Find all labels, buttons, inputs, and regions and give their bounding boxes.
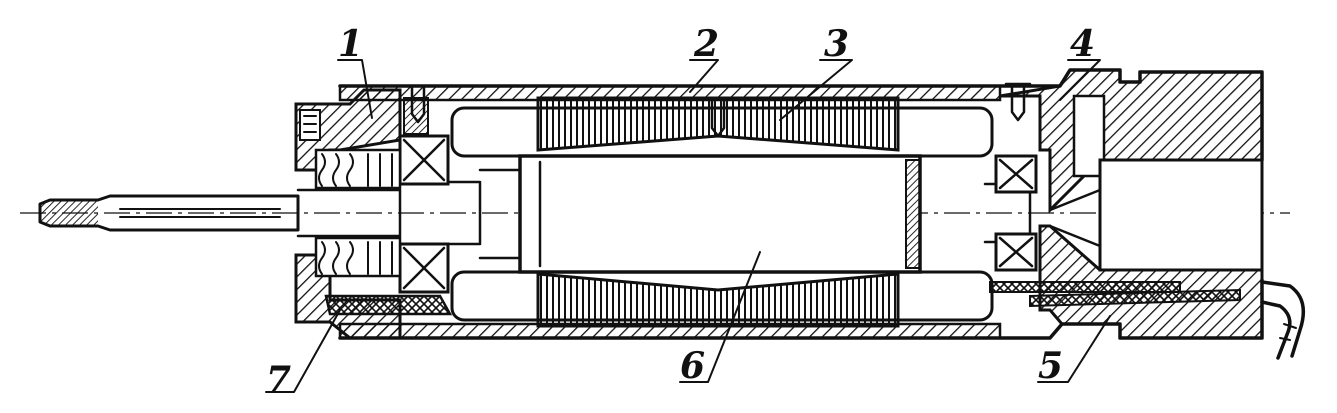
terminal-insert <box>324 294 453 316</box>
callout-1: 1 <box>338 23 363 65</box>
callout-7: 7 <box>266 359 291 401</box>
rear-bearing <box>994 154 1038 272</box>
leader-lines <box>265 59 1111 393</box>
front-bearing <box>398 97 450 294</box>
rotor <box>518 154 922 274</box>
callout-4: 4 <box>1070 23 1095 65</box>
callout-6: 6 <box>680 345 705 387</box>
callout-5: 5 <box>1038 345 1063 387</box>
shaft <box>38 168 1032 260</box>
stator-core <box>536 96 900 328</box>
callout-3: 3 <box>824 23 849 65</box>
callout-2: 2 <box>693 23 719 65</box>
cable-lead <box>989 280 1306 360</box>
rear-end-shield <box>999 68 1264 340</box>
front-seal-springs <box>314 148 402 278</box>
fastening-screws <box>404 82 1032 138</box>
